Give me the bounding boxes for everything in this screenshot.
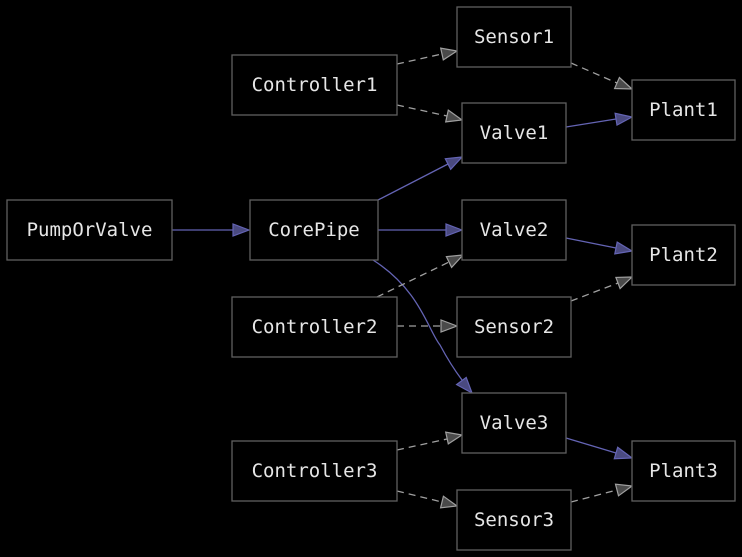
edge-valve3-to-plant3 — [565, 437, 634, 460]
node-controller1[interactable]: Controller1 — [231, 54, 398, 116]
node-label-sensor1: Sensor1 — [474, 26, 554, 48]
node-label-sensor3: Sensor3 — [474, 509, 554, 531]
edge-valve1-to-plant1 — [565, 112, 634, 128]
node-label-controller2: Controller2 — [252, 316, 378, 338]
node-label-pumporvalve: PumpOrValve — [27, 219, 153, 241]
edge-controller2-to-sensor2 — [397, 319, 459, 333]
node-corepipe[interactable]: CorePipe — [249, 199, 379, 261]
node-sensor2[interactable]: Sensor2 — [456, 296, 572, 358]
node-plant3[interactable]: Plant3 — [631, 440, 736, 502]
edge-corepipe-to-valve2 — [378, 223, 464, 237]
node-sensor1[interactable]: Sensor1 — [456, 6, 572, 68]
node-label-corepipe: CorePipe — [268, 219, 360, 241]
edge-controller1-to-valve1 — [396, 104, 464, 123]
edge-controller2-to-valve2 — [376, 254, 465, 298]
node-pumporvalve[interactable]: PumpOrValve — [6, 199, 173, 261]
edge-controller1-to-sensor1 — [396, 47, 459, 65]
node-label-controller3: Controller3 — [252, 460, 378, 482]
node-valve3[interactable]: Valve3 — [461, 392, 567, 454]
edge-controller3-to-sensor3 — [396, 490, 459, 509]
node-sensor3[interactable]: Sensor3 — [456, 489, 572, 551]
node-valve2[interactable]: Valve2 — [461, 199, 567, 261]
node-plant2[interactable]: Plant2 — [631, 224, 736, 286]
edge-corepipe-to-valve1 — [377, 156, 464, 201]
edge-controller3-to-valve3 — [396, 431, 464, 451]
node-label-valve1: Valve1 — [480, 122, 549, 144]
node-label-plant1: Plant1 — [649, 99, 718, 121]
node-plant1[interactable]: Plant1 — [631, 79, 736, 141]
node-controller2[interactable]: Controller2 — [231, 296, 398, 358]
edge-sensor3-to-plant3 — [570, 483, 634, 503]
node-label-plant2: Plant2 — [649, 244, 718, 266]
node-valve1[interactable]: Valve1 — [461, 102, 567, 164]
node-label-valve3: Valve3 — [480, 412, 549, 434]
node-label-valve2: Valve2 — [480, 219, 549, 241]
edge-pumporvalve-to-corepipe — [172, 223, 251, 237]
edge-sensor1-to-plant1 — [570, 62, 634, 90]
node-label-controller1: Controller1 — [252, 74, 378, 96]
edge-sensor2-to-plant2 — [570, 276, 634, 302]
node-label-sensor2: Sensor2 — [474, 316, 554, 338]
node-controller3[interactable]: Controller3 — [231, 440, 398, 502]
node-label-plant3: Plant3 — [649, 460, 718, 482]
edge-valve2-to-plant2 — [565, 237, 634, 255]
